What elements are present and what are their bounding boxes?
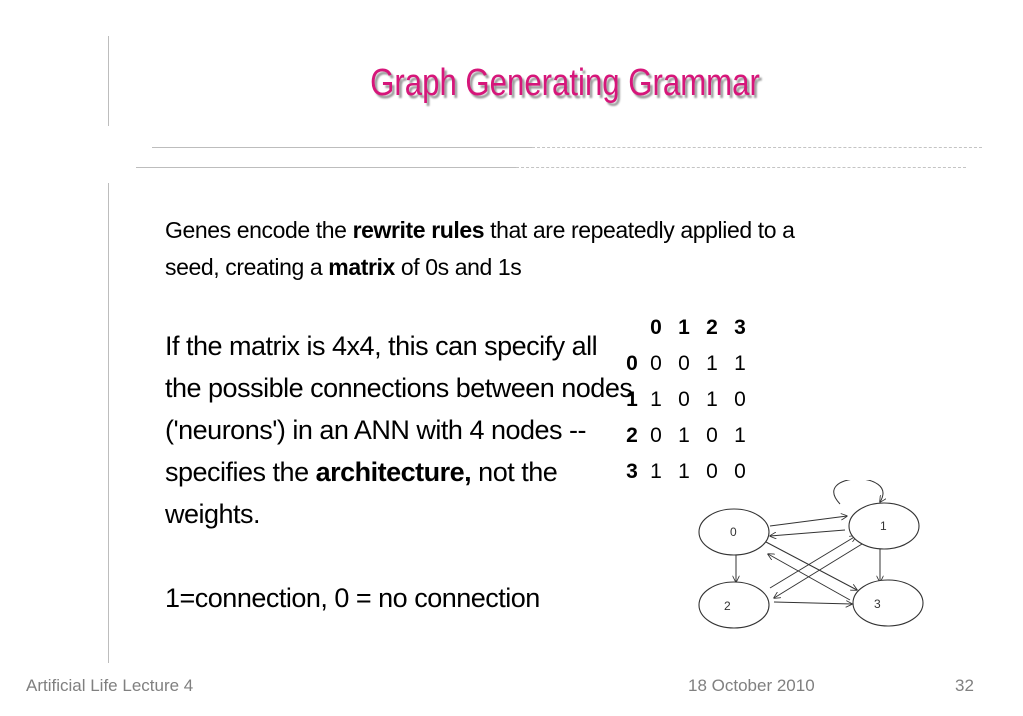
matrix-cell: 0 — [734, 388, 746, 411]
network-graph: 0 1 2 3 — [698, 480, 924, 629]
left-rule-top — [108, 36, 109, 126]
edge-2-3 — [773, 602, 852, 604]
matrix-row-header: 3 — [626, 460, 638, 483]
intro-text-3: of 0s and 1s — [394, 254, 522, 280]
matrix-col-header: 2 — [706, 316, 718, 339]
matrix-corner — [622, 310, 642, 346]
matrix-cell: 0 — [678, 352, 690, 375]
matrix-cell: 0 — [650, 352, 662, 375]
matrix-cell: 1 — [678, 424, 690, 447]
matrix-cell: 0 — [734, 460, 746, 483]
matrix-row: 0 0 0 1 1 — [622, 346, 754, 382]
footer-lecture-name: Artificial Life Lecture 4 — [26, 676, 194, 695]
edge-1-2 — [774, 543, 863, 598]
title-rule-2-dashed — [516, 167, 966, 168]
matrix-row-header: 1 — [626, 388, 638, 411]
matrix-cell: 1 — [734, 424, 746, 447]
intro-text-2: that are repeatedly applied to a seed, c… — [165, 217, 795, 280]
title-rule-2-solid — [136, 167, 516, 168]
node-1 — [848, 502, 920, 550]
intro-text-1: Genes encode the — [165, 217, 353, 243]
title-rule-1-solid — [152, 147, 532, 148]
body-paragraph: If the matrix is 4x4, this can specify a… — [165, 325, 635, 535]
left-rule-bottom — [108, 183, 109, 663]
matrix-cell: 1 — [650, 460, 662, 483]
node-2 — [698, 581, 770, 629]
matrix-col-header: 3 — [734, 316, 746, 339]
body-bold-architecture: architecture, — [315, 457, 472, 487]
matrix-cell: 0 — [706, 424, 718, 447]
edge-0-3 — [765, 541, 857, 590]
matrix-cell: 0 — [678, 388, 690, 411]
node-0 — [698, 508, 770, 556]
edge-2-1 — [769, 536, 856, 589]
intro-bold-rewrite-rules: rewrite rules — [352, 217, 485, 243]
intro-bold-matrix: matrix — [328, 254, 395, 280]
node-label: 0 — [730, 525, 737, 539]
matrix-row-header: 0 — [626, 352, 638, 375]
matrix-row: 2 0 1 0 1 — [622, 418, 754, 454]
body-text: If the matrix is 4x4, this can specify a… — [165, 331, 633, 487]
matrix-cell: 1 — [706, 388, 718, 411]
intro-paragraph: Genes encode the rewrite rules that are … — [165, 212, 805, 286]
edge-1-0 — [770, 529, 846, 536]
node-3 — [852, 579, 924, 627]
title-rule-1-dashed — [532, 147, 982, 148]
matrix-row-header: 2 — [626, 424, 638, 447]
footer-date: 18 October 2010 — [688, 676, 815, 695]
matrix-cell: 1 — [706, 352, 718, 375]
body-tail: not the weights. — [165, 457, 558, 529]
matrix-cell: 0 — [650, 424, 662, 447]
footer-page-number: 32 — [955, 676, 974, 695]
slide-title: Graph Generating Grammar — [370, 62, 760, 104]
adjacency-matrix: 0 1 2 3 0 0 0 1 1 1 1 0 1 0 2 0 1 0 1 3 … — [622, 310, 754, 490]
matrix-row: 3 1 1 0 0 — [622, 454, 754, 490]
matrix-cell: 1 — [678, 460, 690, 483]
edge-1-1-self-loop — [833, 480, 883, 505]
edge-0-1 — [769, 516, 847, 527]
node-label: 1 — [880, 519, 887, 533]
matrix-cell: 1 — [650, 388, 662, 411]
node-label: 3 — [874, 597, 881, 611]
matrix-col-header: 0 — [650, 316, 662, 339]
matrix-cell: 1 — [734, 352, 746, 375]
matrix-row: 1 1 0 1 0 — [622, 382, 754, 418]
matrix-col-header: 1 — [678, 316, 690, 339]
matrix-cell: 0 — [706, 460, 718, 483]
connection-legend: 1=connection, 0 = no connection — [165, 583, 540, 613]
node-label: 2 — [724, 599, 731, 613]
matrix-header-row: 0 1 2 3 — [622, 310, 754, 346]
